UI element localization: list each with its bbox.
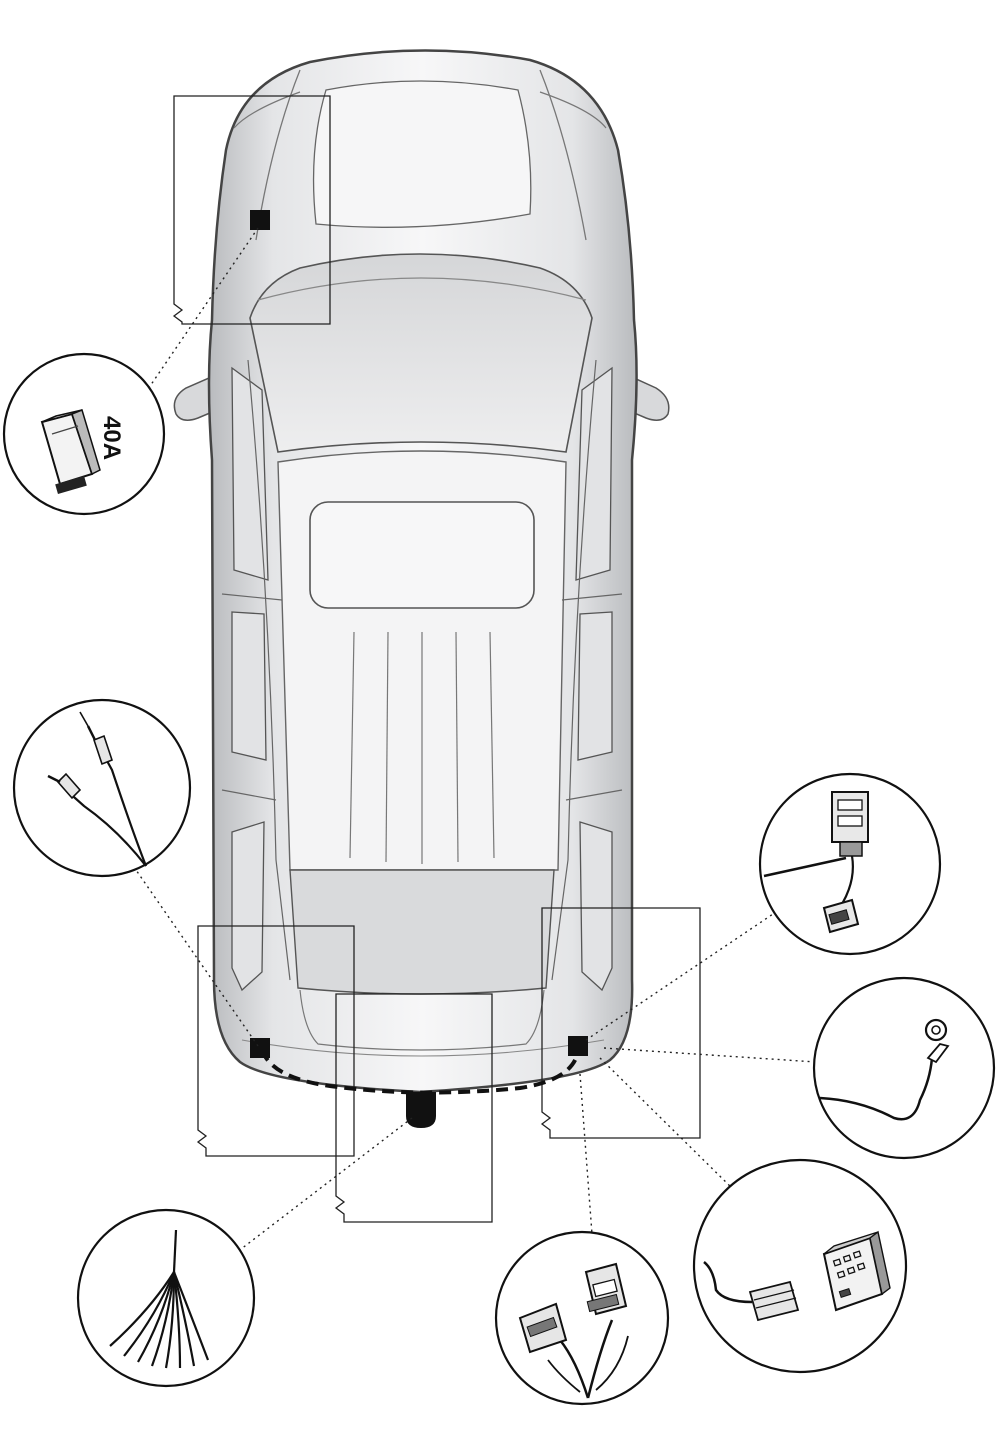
frame-rear-center xyxy=(334,993,493,1223)
detail-control-module xyxy=(692,1158,908,1374)
left-front-window xyxy=(231,366,269,581)
windshield xyxy=(249,253,593,453)
right-front-window xyxy=(575,366,613,581)
right-quarter-window xyxy=(579,821,613,992)
ring-terminal-icon xyxy=(819,1018,950,1121)
rear-window xyxy=(289,869,555,995)
fuse-mount-point xyxy=(250,210,270,230)
left-quarter-window xyxy=(231,821,265,992)
frame-rear-right xyxy=(540,907,701,1139)
tow-socket xyxy=(406,1092,436,1128)
right-rear-window xyxy=(577,611,613,761)
connector-plug-icon xyxy=(763,791,869,934)
left-lamp-mount-point xyxy=(250,1038,270,1058)
fuse-rating-label: 40A xyxy=(98,416,125,460)
spade-connector-icon xyxy=(47,711,148,867)
plug-icon xyxy=(703,1261,800,1322)
control-module-icon xyxy=(822,1230,891,1312)
location-frames xyxy=(172,95,701,1223)
frame-rear-left xyxy=(196,925,355,1157)
frame-front-fuse xyxy=(172,95,331,325)
detail-fuse-40a: 40A xyxy=(2,352,166,516)
harness-connector-icon xyxy=(518,1262,629,1399)
harness-cable-dashed xyxy=(260,1049,580,1095)
detail-wire-bundle xyxy=(76,1208,256,1388)
leader-lines xyxy=(135,227,817,1257)
left-rear-window xyxy=(231,611,267,761)
detail-spade-connectors xyxy=(12,698,192,878)
fuse-holder-icon xyxy=(40,408,101,494)
car-top-view xyxy=(173,49,670,1094)
hood-panel xyxy=(312,80,532,228)
sunroof xyxy=(309,501,535,609)
detail-vehicle-connector-pair xyxy=(758,772,942,956)
right-lamp-mount-point xyxy=(568,1036,588,1056)
detail-ground-ring-terminal xyxy=(812,976,996,1160)
wire-bundle-icon xyxy=(109,1229,210,1369)
detail-harness-connector-pair xyxy=(494,1230,670,1406)
harness xyxy=(250,210,588,1128)
